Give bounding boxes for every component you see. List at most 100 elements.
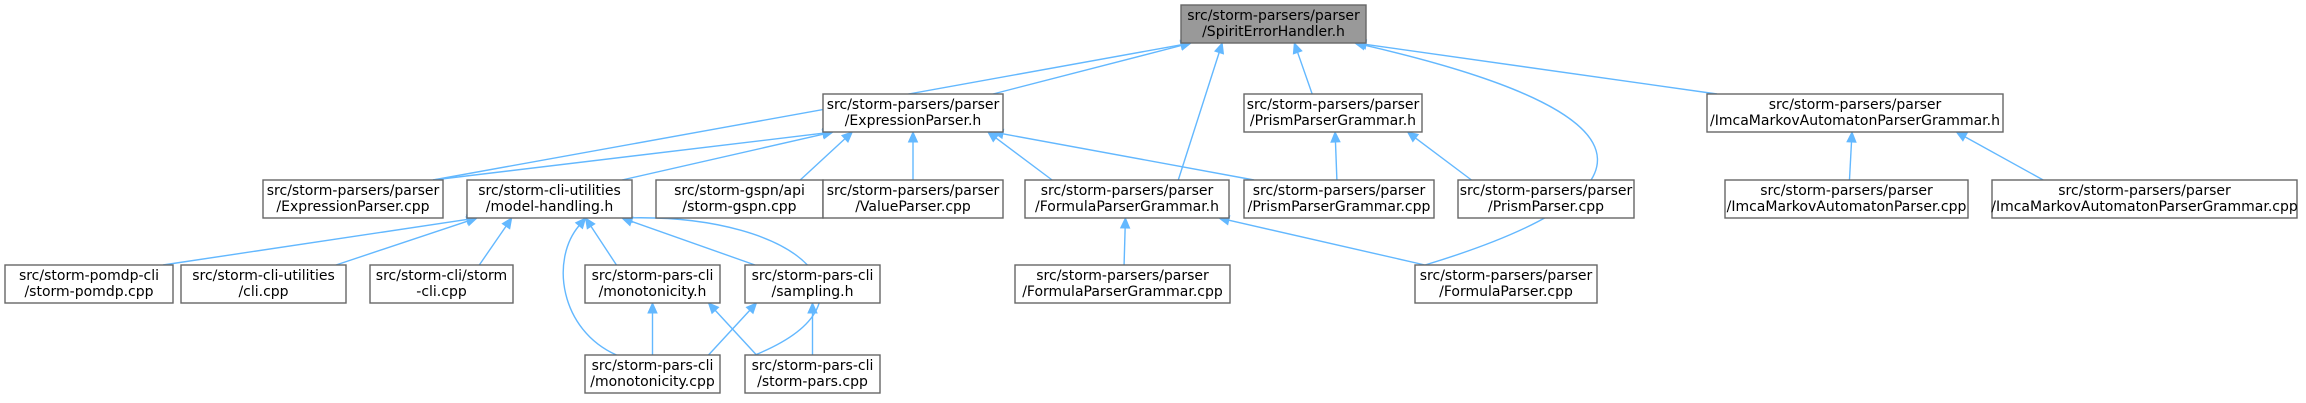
edge-prismcpp-to-prismgh [1406,131,1472,181]
node-label-line: /ImcaMarkovAutomatonParserGrammar.h [1710,113,2000,129]
edge-parscpp-to-samph [807,301,818,355]
node-spirit[interactable]: src/storm-parsers/parser/SpiritErrorHand… [1180,4,1367,44]
edge-exprcpp-to-exprh [432,128,835,181]
arrowhead-icon [1406,131,1420,143]
arrowhead-icon [745,302,758,315]
node-prismcpp[interactable]: src/storm-parsers/parser/PrismParser.cpp [1457,179,1635,219]
node-exprh[interactable]: src/storm-parsers/parser/ExpressionParse… [822,93,1004,133]
edge-valuecpp-to-exprh [907,130,919,180]
node-label-line: /ImcaMarkovAutomatonParserGrammar.cpp [1991,199,2298,215]
node-label-line: src/storm-parsers/parser [1187,8,1360,24]
node-box[interactable] [1024,179,1230,219]
edge-line [162,218,468,266]
edge-monoh-to-modelh [584,216,618,266]
node-valuecpp[interactable]: src/storm-parsers/parser/ValueParser.cpp [822,179,1004,219]
node-box[interactable] [180,264,347,304]
node-label-line: src/storm-parsers/parser [1420,268,1593,284]
edge-stormcli-to-modelh [478,216,513,266]
node-box[interactable] [744,264,881,304]
node-label-line: /cli.cpp [238,284,288,300]
node-pomdp[interactable]: src/storm-pomdp-cli/storm-pomdp.cpp [4,264,174,304]
node-stormcli[interactable]: src/storm-cli/storm-cli.cpp [369,264,514,304]
edge-line [714,309,758,356]
node-label-line: /ExpressionParser.h [845,113,982,129]
node-label-line: /storm-pars.cpp [757,374,868,390]
edge-formcpp-to-formgh [1217,215,1426,266]
node-formgcpp[interactable]: src/storm-parsers/parser/FormulaParserGr… [1014,264,1231,304]
node-label-line: src/storm-parsers/parser [1041,183,1214,199]
node-box[interactable] [1243,179,1435,219]
node-exprcpp[interactable]: src/storm-parsers/parser/ExpressionParse… [262,179,444,219]
node-label-line: /FormulaParser.cpp [1439,284,1573,300]
node-label-line: -cli.cpp [416,284,467,300]
edge-line [1415,137,1472,181]
node-box[interactable] [584,354,721,394]
edge-exprcpp-to-spirit [432,39,1193,181]
edge-monocpp-to-modelh [562,217,617,356]
edge-line [631,220,756,266]
node-label-line: src/storm-pars-cli [592,358,714,374]
node-box[interactable] [1706,93,2004,133]
node-samph[interactable]: src/storm-pars-cli/sampling.h [744,264,881,304]
node-label-line: src/storm-parsers/parser [1247,97,1420,113]
node-box[interactable] [1414,264,1598,304]
edge-monocpp-to-monoh [647,301,658,355]
node-imcagcpp[interactable]: src/storm-parsers/parser/ImcaMarkovAutom… [1991,179,2298,219]
node-prismgh[interactable]: src/storm-parsers/parser/PrismParserGram… [1243,93,1423,133]
edge-formgcpp-to-formgh [1119,216,1131,266]
node-label-line: src/storm-pars-cli [752,358,874,374]
edge-samph-to-modelh [620,216,756,266]
arrowhead-icon [807,301,818,314]
node-box[interactable] [744,354,881,394]
edge-line [1964,136,2044,181]
node-box[interactable] [1724,179,1969,219]
node-clicpp[interactable]: src/storm-cli-utilities/cli.cpp [180,264,347,304]
node-box[interactable] [4,264,174,304]
node-monoh[interactable]: src/storm-pars-cli/monotonicity.h [584,264,721,304]
arrowhead-icon [647,301,658,314]
edge-line [1365,43,1718,95]
node-label-line: src/storm-gspn/api [674,183,805,199]
node-imcacpp[interactable]: src/storm-parsers/parser/ImcaMarkovAutom… [1724,179,1969,219]
node-box[interactable] [466,179,633,219]
node-label-line: /ImcaMarkovAutomatonParser.cpp [1727,199,1967,215]
edge-line [995,137,1053,181]
node-imcagh[interactable]: src/storm-parsers/parser/ImcaMarkovAutom… [1706,93,2004,133]
node-monocpp[interactable]: src/storm-pars-cli/monotonicity.cpp [584,354,721,394]
edge-clicpp-to-modelh [335,216,479,266]
node-label-line: /PrismParserGrammar.cpp [1248,199,1431,215]
arrowhead-icon [584,216,596,230]
node-prismgcpp[interactable]: src/storm-parsers/parser/PrismParserGram… [1243,179,1435,219]
edges-layer [162,39,2044,356]
edge-imcagcpp-to-imcagh [1955,131,2044,181]
edge-line [1123,227,1126,266]
node-label-line: src/storm-parsers/parser [267,183,440,199]
node-modelh[interactable]: src/storm-cli-utilities/model-handling.h [466,179,633,219]
node-label-line: /storm-pomdp.cpp [24,284,153,300]
node-box[interactable] [584,264,721,304]
node-box[interactable] [822,179,1004,219]
node-label-line: /FormulaParserGrammar.cpp [1022,284,1223,300]
node-box[interactable] [262,179,444,219]
node-box[interactable] [822,93,1004,133]
node-box[interactable] [655,179,824,219]
node-gspn[interactable]: src/storm-gspn/api/storm-gspn.cpp [655,179,824,219]
node-box[interactable] [369,264,514,304]
edge-formgh-to-spirit [1177,41,1225,181]
edge-formcpp-to-spirit [1353,40,1599,266]
edge-line [590,225,618,266]
edge-formgh-to-exprh [986,131,1053,181]
node-formcpp[interactable]: src/storm-parsers/parser/FormulaParser.c… [1414,264,1598,304]
node-formgh[interactable]: src/storm-parsers/parser/FormulaParserGr… [1024,179,1230,219]
arrowhead-icon [840,131,854,143]
node-box[interactable] [1457,179,1635,219]
node-box[interactable] [1014,264,1231,304]
node-box[interactable] [1243,93,1423,133]
node-parscpp[interactable]: src/storm-pars-cli/storm-pars.cpp [744,354,881,394]
node-label-line: src/storm-cli-utilities [192,268,335,284]
edge-line [1334,141,1338,181]
node-label-line: src/storm-parsers/parser [1036,268,1209,284]
node-label-line: src/storm-parsers/parser [827,183,1000,199]
node-box[interactable] [1991,179,2298,219]
root-node-box[interactable] [1180,4,1367,44]
